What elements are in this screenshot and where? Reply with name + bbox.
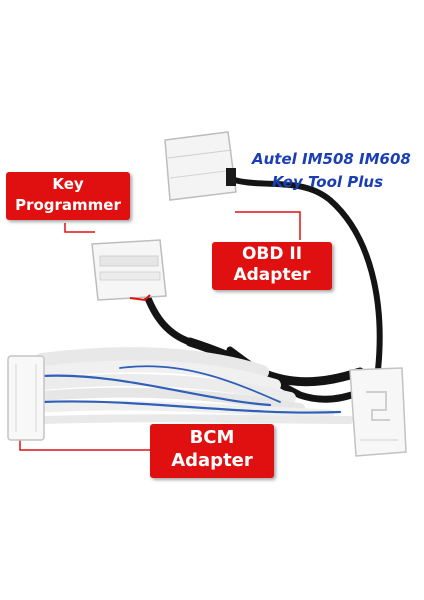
right-connector — [349, 367, 407, 457]
key-programmer-label-line1: Key — [52, 175, 84, 193]
key-programmer-label-line2: Programmer — [15, 196, 121, 214]
product-title-line1: Autel IM508 IM608 — [252, 150, 411, 168]
key-programmer-label: Key Programmer — [6, 172, 130, 220]
bcm-adapter-label-line2: Adapter — [171, 450, 253, 471]
obd-adapter-label-line2: Adapter — [233, 265, 311, 285]
product-title-line2: Key Tool Plus — [272, 173, 383, 191]
wire-bundle — [35, 347, 354, 424]
bcm-adapter-label-line1: BCM — [189, 427, 235, 448]
key-programmer-connector — [91, 239, 167, 302]
obd-adapter-label-line1: OBD II — [241, 244, 303, 264]
obd-adapter-label: OBD II Adapter — [212, 242, 332, 290]
bcm-adapter-label: BCM Adapter — [150, 424, 274, 478]
obd-connector — [164, 131, 237, 201]
bcm-connector-left — [7, 355, 45, 441]
